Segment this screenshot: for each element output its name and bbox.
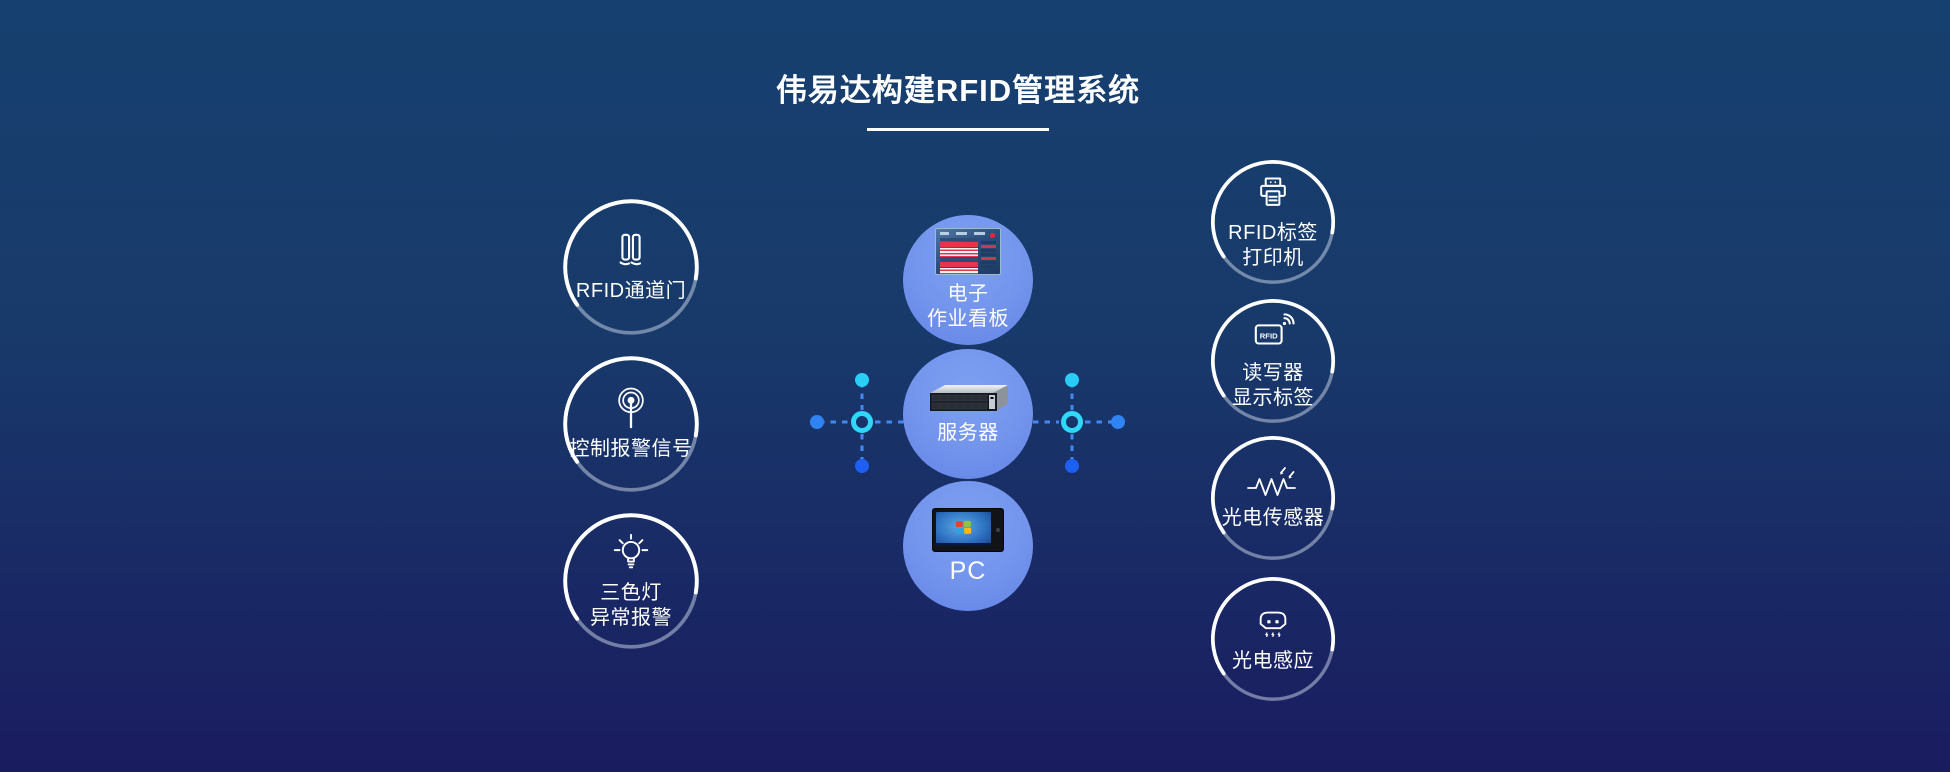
bulb-icon xyxy=(608,532,654,574)
gate-icon xyxy=(608,230,654,272)
node-pc: PC xyxy=(903,481,1033,611)
circle-ring xyxy=(1211,577,1335,701)
node-photo-sensor: 光电传感器 xyxy=(1209,434,1337,562)
node-rfid-label-printer: RFID标签 打印机 xyxy=(1209,158,1337,286)
node-label: 电子 作业看板 xyxy=(927,283,1009,330)
pc-camera-dot xyxy=(996,528,1000,532)
circle-ring xyxy=(1211,436,1335,560)
svg-text:RFID: RFID xyxy=(1260,331,1278,340)
kanban-table xyxy=(940,258,978,274)
node-reader-display: RFID 读写器 显示标签 xyxy=(1209,297,1337,425)
connector-right xyxy=(1033,373,1125,473)
node-photo-sensing: 光电感应 xyxy=(1209,575,1337,703)
node-alarm-signal: 控制报警信号 xyxy=(561,354,701,494)
windows-logo xyxy=(955,520,972,535)
rfid-tag-icon: RFID xyxy=(1249,312,1297,354)
hub-ring xyxy=(1061,411,1083,433)
pc-screen xyxy=(936,512,991,546)
node-label: 控制报警信号 xyxy=(569,438,693,460)
node-label: 读写器 显示标签 xyxy=(1232,361,1314,409)
node-e-kanban: 电子 作业看板 xyxy=(903,215,1033,345)
node-server: 服务器 xyxy=(903,349,1033,479)
title-underline xyxy=(867,128,1049,131)
node-rfid-gate: RFID通道门 xyxy=(561,197,701,337)
node-tricolor-alarm: 三色灯 异常报警 xyxy=(561,511,701,651)
title-wrap: 伟易达构建RFID管理系统 xyxy=(0,72,1916,110)
kanban-table xyxy=(940,238,978,257)
hub-ring xyxy=(851,411,873,433)
kanban-screen xyxy=(935,228,1001,275)
server-image xyxy=(926,382,1010,414)
node-dot-cyan xyxy=(1065,373,1079,387)
node-dot-cyan xyxy=(855,373,869,387)
kanban-tab xyxy=(974,232,985,235)
node-label: 光电传感器 xyxy=(1221,507,1325,529)
circle-ring xyxy=(563,513,699,649)
kanban-alert-dot xyxy=(990,233,995,238)
node-dot-deep-blue xyxy=(1065,459,1079,473)
resistor-icon xyxy=(1245,465,1301,499)
page-title: 伟易达构建RFID管理系统 xyxy=(775,73,1141,108)
pc-image xyxy=(932,508,1004,552)
node-label: 光电感应 xyxy=(1232,650,1314,672)
node-label: 服务器 xyxy=(937,422,999,444)
circle-ring xyxy=(1211,160,1335,284)
pc-taskbar xyxy=(936,542,991,546)
kanban-side-list xyxy=(981,241,996,269)
connector-left xyxy=(810,373,905,473)
node-label: RFID通道门 xyxy=(575,280,687,302)
node-label: PC xyxy=(949,557,987,585)
node-dot-deep-blue xyxy=(855,459,869,473)
node-label: 三色灯 异常报警 xyxy=(590,581,672,629)
circle-ring xyxy=(563,199,699,335)
node-dot-blue xyxy=(1111,415,1125,429)
antenna-icon xyxy=(608,386,654,430)
node-dot-blue xyxy=(810,415,824,429)
kanban-tab xyxy=(940,232,949,235)
node-label: RFID标签 打印机 xyxy=(1228,221,1318,269)
dome-sensor-icon xyxy=(1250,604,1296,642)
circle-ring xyxy=(1211,299,1335,423)
kanban-tab xyxy=(956,232,967,235)
circle-ring xyxy=(563,356,699,492)
printer-icon xyxy=(1251,174,1295,214)
